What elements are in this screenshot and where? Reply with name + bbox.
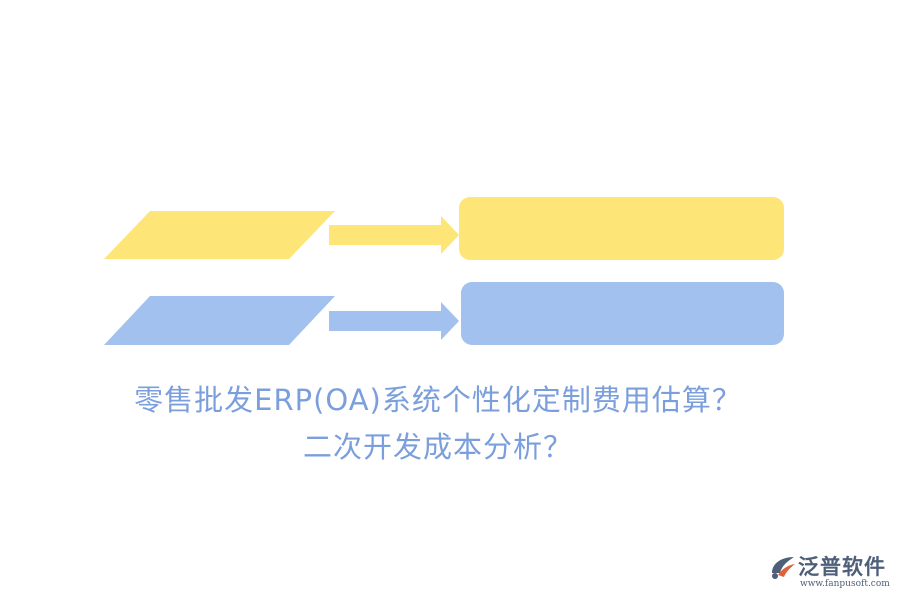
logo-name: 泛普软件	[798, 555, 886, 579]
blue-arrow	[329, 302, 459, 340]
logo: 泛普软件 www.fanpusoft.com	[766, 551, 896, 595]
blue-parallelogram	[104, 296, 335, 345]
yellow-arrow	[329, 216, 459, 254]
logo-url: www.fanpusoft.com	[800, 579, 890, 589]
yellow-box	[459, 197, 784, 260]
blue-box	[461, 282, 784, 345]
yellow-parallelogram	[104, 211, 335, 259]
title-line-2: 二次开发成本分析？	[302, 430, 573, 464]
fanpu-logo-icon	[772, 557, 795, 579]
title-line-1: 零售批发ERP(OA)系统个性化定制费用估算？	[134, 383, 742, 417]
